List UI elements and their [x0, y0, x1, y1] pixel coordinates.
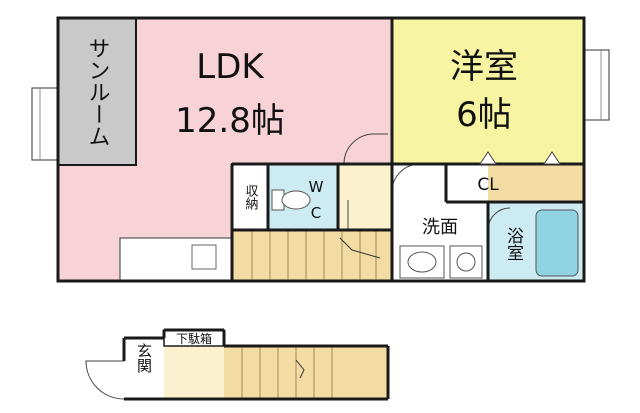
shoe-cabinet-label: 下駄箱 — [176, 331, 212, 346]
kitchen-sink — [191, 244, 217, 270]
ldk-name: LDK — [196, 47, 265, 87]
toilet-fixture — [271, 189, 311, 211]
stair-treads-lower — [241, 346, 333, 399]
sunroom — [57, 17, 137, 166]
storage-label: 収納 — [243, 184, 259, 211]
bathroom-label: 浴室 — [503, 227, 524, 261]
closet-label: CL — [477, 175, 499, 195]
washing-machine — [449, 245, 483, 279]
stair-treads-upper — [251, 230, 381, 281]
entrance-hall — [164, 346, 224, 399]
left-balcony — [31, 87, 59, 161]
staircase-lower — [224, 346, 388, 399]
hallway — [338, 164, 392, 230]
entrance-label: 玄関 — [135, 343, 153, 374]
western-name: 洋室 — [450, 47, 518, 87]
right-balcony — [582, 49, 610, 121]
washbasin — [399, 245, 445, 279]
sunroom-label: サンルーム — [85, 37, 110, 147]
kitchen-counter — [119, 237, 233, 282]
entrance-door-swing — [85, 360, 125, 400]
walls-lower — [122, 328, 390, 401]
entrance-floor — [124, 338, 164, 399]
bathtub — [535, 209, 579, 277]
wc-label-c: C — [311, 204, 321, 222]
western-size: 6帖 — [456, 95, 512, 135]
closet-door-marks — [479, 151, 561, 165]
western-room — [392, 18, 584, 164]
wc-label-w: W — [309, 178, 324, 196]
ldk-size: 12.8帖 — [175, 101, 285, 141]
staircase-upper — [232, 230, 392, 281]
walls — [56, 16, 586, 283]
washroom-label: 洗面 — [422, 217, 458, 238]
